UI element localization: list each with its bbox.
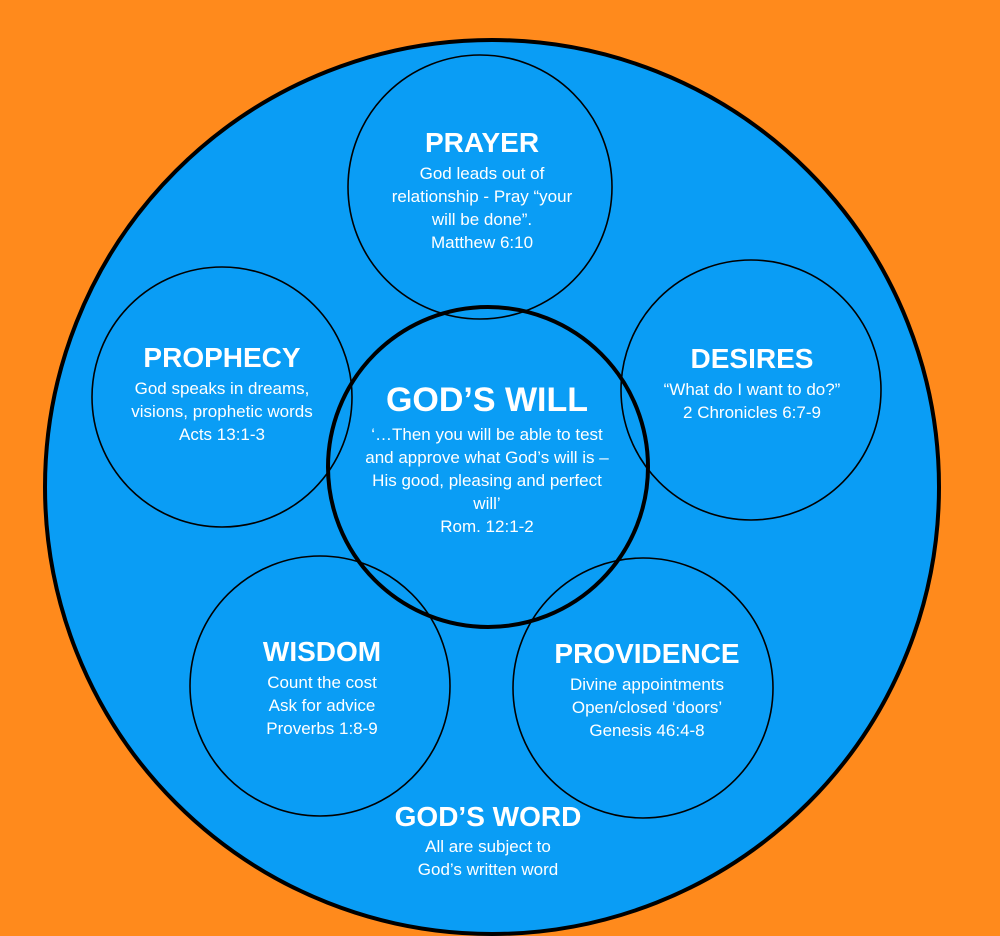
wisdom-line-3: Proverbs 1:8-9 bbox=[266, 719, 378, 738]
gods-word-title: GOD’S WORD bbox=[394, 801, 582, 832]
providence-line-1: Divine appointments bbox=[569, 675, 725, 694]
wisdom-label: WISDOM Count the cost Ask for advice Pro… bbox=[212, 637, 432, 740]
gods-will-line-2: and approve what God’s will is – bbox=[365, 448, 609, 467]
desires-label: DESIRES “What do I want to do?” 2 Chroni… bbox=[632, 344, 872, 424]
gods-word-line-1: All are subject to bbox=[425, 837, 551, 856]
prophecy-label: PROPHECY God speaks in dreams, visions, … bbox=[102, 343, 342, 446]
gods-word-line-2: God’s written word bbox=[417, 860, 559, 879]
gods-will-label: GOD’S WILL ‘…Then you will be able to te… bbox=[337, 381, 637, 538]
desires-title: DESIRES bbox=[690, 343, 814, 374]
prayer-line-1: God leads out of bbox=[419, 164, 545, 183]
desires-line-2: 2 Chronicles 6:7-9 bbox=[683, 403, 821, 422]
prayer-line-4: Matthew 6:10 bbox=[430, 233, 534, 252]
gods-will-line-3: His good, pleasing and perfect bbox=[372, 471, 602, 490]
prayer-line-3: will be done”. bbox=[431, 210, 533, 229]
prophecy-circle bbox=[91, 266, 353, 528]
gods-word-label: GOD’S WORD All are subject to God’s writ… bbox=[358, 801, 618, 881]
gods-word-outer-circle bbox=[43, 38, 941, 936]
providence-label: PROVIDENCE Divine appointments Open/clos… bbox=[527, 639, 767, 742]
providence-title: PROVIDENCE bbox=[554, 638, 740, 669]
prayer-label: PRAYER God leads out of relationship - P… bbox=[367, 128, 597, 254]
gods-will-line-4: will’ bbox=[473, 494, 501, 513]
prayer-title: PRAYER bbox=[424, 127, 540, 158]
desires-line-1: “What do I want to do?” bbox=[663, 380, 841, 399]
gods-will-line-1: ‘…Then you will be able to test bbox=[371, 425, 603, 444]
wisdom-circle bbox=[189, 555, 451, 817]
gods-will-title: GOD’S WILL bbox=[385, 381, 589, 419]
providence-line-3: Genesis 46:4-8 bbox=[589, 721, 705, 740]
prayer-circle bbox=[347, 54, 613, 320]
gods-will-line-5: Rom. 12:1-2 bbox=[440, 517, 534, 536]
wisdom-line-1: Count the cost bbox=[267, 673, 377, 692]
wisdom-line-2: Ask for advice bbox=[268, 696, 376, 715]
prophecy-title: PROPHECY bbox=[143, 342, 301, 373]
desires-circle bbox=[620, 259, 882, 521]
prophecy-line-2: visions, prophetic words bbox=[131, 402, 313, 421]
providence-circle bbox=[512, 557, 774, 819]
prophecy-line-1: God speaks in dreams, bbox=[134, 379, 310, 398]
gods-will-circle bbox=[326, 305, 650, 629]
providence-line-2: Open/closed ‘doors’ bbox=[571, 698, 723, 717]
prayer-line-2: relationship - Pray “your bbox=[391, 187, 573, 206]
prophecy-line-3: Acts 13:1-3 bbox=[179, 425, 265, 444]
wisdom-title: WISDOM bbox=[262, 636, 382, 667]
